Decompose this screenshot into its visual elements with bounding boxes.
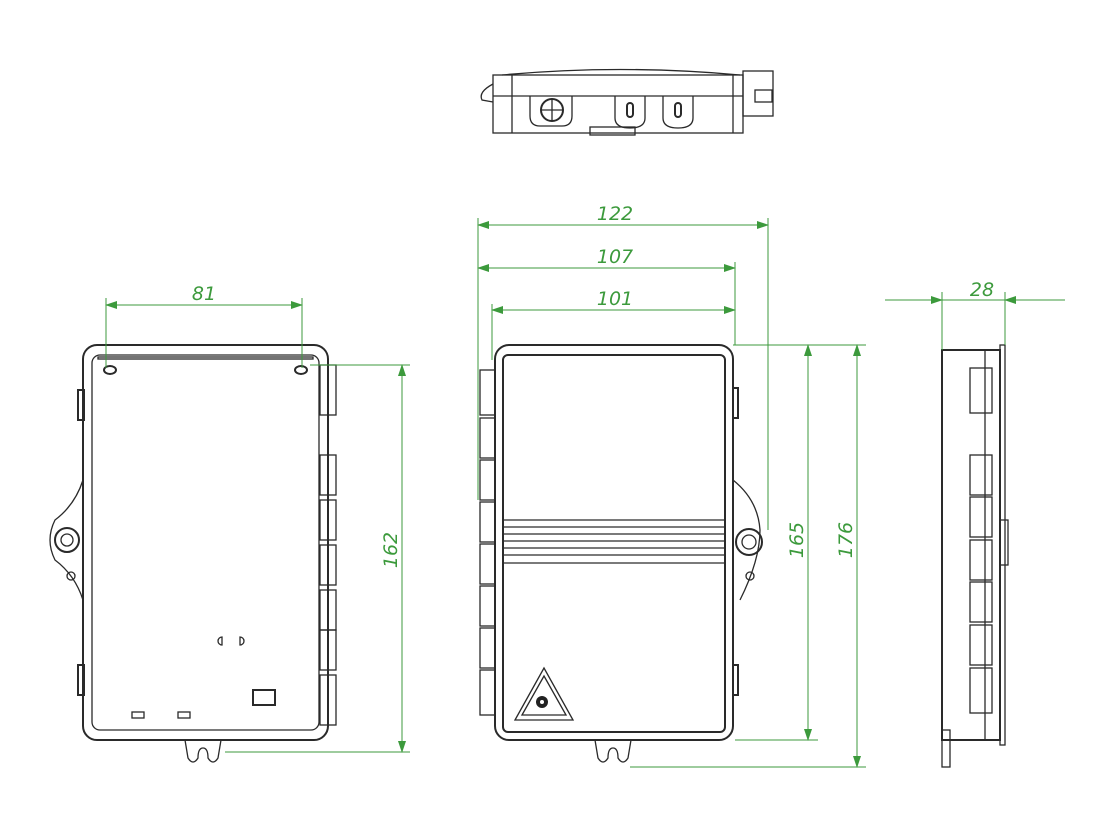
side-bottom-tab [941, 729, 951, 768]
front-ear-bolt [735, 528, 763, 556]
mount-hole-right [294, 365, 308, 375]
side-body [941, 349, 1001, 741]
back-label-slot [252, 689, 276, 706]
back-bottom-tab [184, 739, 222, 763]
mount-hole-left [103, 365, 117, 375]
slot-pocket-1 [614, 96, 646, 129]
slot-pocket-2 [662, 96, 694, 129]
cover-grip-stripes [503, 519, 725, 564]
back-ear-bolt [54, 527, 80, 553]
bottom-ports [589, 126, 636, 136]
lid-curve [501, 68, 741, 76]
top-latch [480, 83, 494, 103]
dimension-81: 81 [105, 283, 303, 368]
dimension-label: 101 [597, 288, 633, 310]
front-ear [732, 479, 761, 601]
dimension-28: 28 [885, 279, 1065, 350]
dimension-176: 176 [630, 344, 866, 768]
front-bottom-tab [594, 739, 632, 763]
dimension-label: 81 [192, 283, 216, 305]
back-view [49, 344, 337, 763]
screw-pocket [529, 96, 573, 127]
top-view [480, 68, 774, 136]
dimension-162: 162 [225, 364, 410, 753]
dimension-label: 122 [597, 203, 633, 225]
front-cover [502, 354, 726, 733]
dimension-label: 107 [597, 246, 633, 268]
back-ear [49, 479, 84, 601]
top-clip [742, 70, 774, 117]
dimension-label: 176 [835, 522, 857, 558]
front-body [494, 344, 734, 741]
dimension-165: 165 [733, 344, 866, 741]
side-view [941, 344, 1009, 768]
back-tabs [319, 364, 337, 726]
dimension-107: 107 [477, 246, 736, 345]
dimension-101: 101 [491, 288, 736, 360]
laser-warning-icon [513, 666, 575, 721]
front-view [479, 344, 763, 763]
dimension-label: 162 [380, 532, 402, 568]
front-tabs [479, 369, 496, 716]
back-body [82, 344, 329, 741]
dimension-label: 28 [970, 279, 994, 301]
dimension-label: 165 [786, 522, 808, 558]
side-tabs [969, 367, 993, 714]
back-panel [91, 354, 320, 731]
